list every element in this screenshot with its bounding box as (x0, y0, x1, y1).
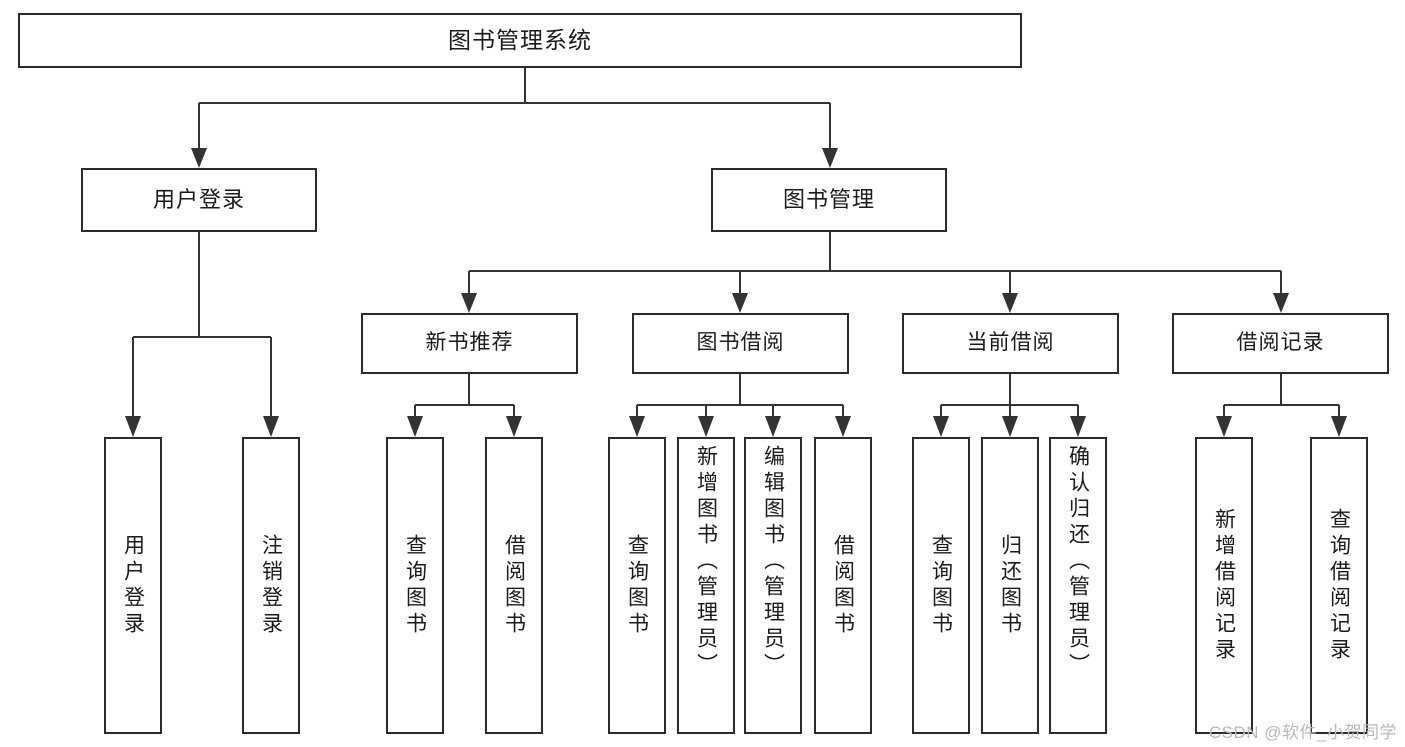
leaf-query-borrow-record[interactable]: 查询借阅记录 (1310, 437, 1368, 734)
leaf-add-borrow-record[interactable]: 新增借阅记录 (1195, 437, 1253, 734)
node-root-library-management-system[interactable]: 图书管理系统 (18, 13, 1022, 68)
node-label: 新书推荐 (425, 331, 514, 355)
leaf-edit-book-admin[interactable]: 编辑图书（管理员） (744, 437, 802, 734)
leaf-borrow-book[interactable]: 借阅图书 (814, 437, 872, 734)
node-book-management[interactable]: 图书管理 (711, 168, 947, 232)
node-label: 借阅记录 (1236, 331, 1325, 355)
leaf-user-login[interactable]: 用户登录 (104, 437, 162, 734)
node-label: 确认归还（管理员） (1066, 445, 1090, 679)
node-label: 编辑图书（管理员） (761, 445, 785, 679)
node-book-borrow[interactable]: 图书借阅 (632, 313, 849, 374)
leaf-add-book-admin[interactable]: 新增图书（管理员） (677, 437, 735, 734)
node-label: 查询图书 (403, 533, 427, 638)
node-label: 查询图书 (625, 533, 649, 638)
watermark: CSDN @软件_小贺同学 (1208, 723, 1397, 742)
node-label: 当前借阅 (966, 331, 1055, 355)
node-user-login[interactable]: 用户登录 (81, 168, 317, 232)
leaf-query-book-current[interactable]: 查询图书 (912, 437, 970, 734)
node-label: 图书管理 (782, 187, 875, 213)
leaf-query-book-recommend[interactable]: 查询图书 (386, 437, 444, 734)
node-label: 新增借阅记录 (1212, 507, 1236, 664)
node-label: 用户登录 (152, 187, 245, 213)
node-label: 借阅图书 (831, 533, 855, 638)
node-current-borrow[interactable]: 当前借阅 (902, 313, 1119, 374)
node-label: 查询图书 (929, 533, 953, 638)
leaf-confirm-return-admin[interactable]: 确认归还（管理员） (1049, 437, 1107, 734)
node-new-book-recommend[interactable]: 新书推荐 (361, 313, 578, 374)
leaf-return-book[interactable]: 归还图书 (981, 437, 1039, 734)
node-label: 用户登录 (121, 533, 145, 638)
node-borrow-record[interactable]: 借阅记录 (1172, 313, 1389, 374)
leaf-user-logout[interactable]: 注销登录 (242, 437, 300, 734)
node-label: 新增图书（管理员） (694, 445, 718, 679)
node-label: 图书管理系统 (448, 27, 592, 54)
node-label: 注销登录 (259, 533, 283, 638)
leaf-query-book-borrow[interactable]: 查询图书 (608, 437, 666, 734)
node-label: 查询借阅记录 (1327, 507, 1351, 664)
node-label: 图书借阅 (696, 331, 785, 355)
leaf-borrow-book-recommend[interactable]: 借阅图书 (485, 437, 543, 734)
node-label: 归还图书 (998, 533, 1022, 638)
node-label: 借阅图书 (502, 533, 526, 638)
